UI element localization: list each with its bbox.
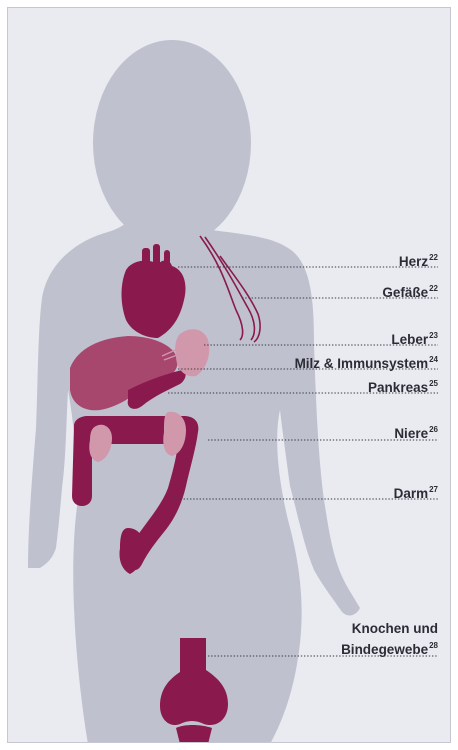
diagram-panel: Herz22 Gefäße22 Leber23 Milz & Immunsyst…: [7, 7, 451, 743]
label-niere: Niere26: [394, 421, 438, 442]
bone-knee-lower: [176, 725, 212, 743]
label-knochen-line1: Knochen und: [341, 620, 438, 637]
label-leber: Leber23: [391, 327, 438, 348]
label-milz: Milz & Immunsystem24: [295, 351, 438, 372]
label-herz: Herz22: [399, 249, 438, 270]
label-gefaesse: Gefäße22: [382, 280, 438, 301]
label-darm: Darm27: [394, 481, 438, 502]
label-knochen-line2: Bindegewebe: [341, 642, 428, 657]
label-knochen: Knochen und Bindegewebe28: [341, 620, 438, 658]
label-pankreas: Pankreas25: [368, 375, 438, 396]
